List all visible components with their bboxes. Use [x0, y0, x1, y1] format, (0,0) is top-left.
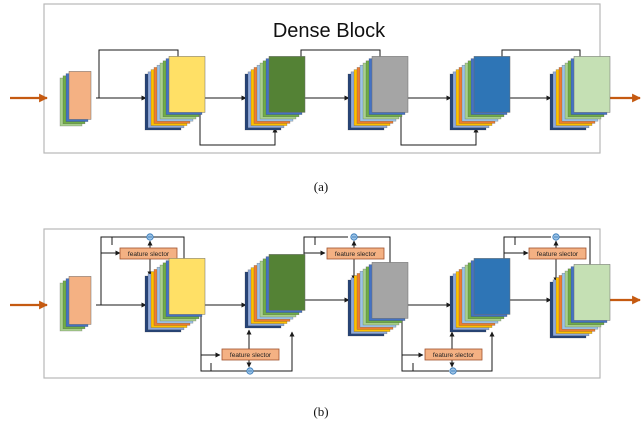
feature-map-front — [573, 264, 611, 321]
feature-selector-box — [326, 247, 385, 260]
input-feature-map — [59, 71, 92, 127]
feature-map-front — [573, 56, 611, 113]
panel-a-title: Dense Block — [273, 20, 386, 42]
panel-a-feature-maps — [59, 56, 611, 131]
concat-node — [449, 367, 457, 375]
concat-node — [552, 233, 560, 241]
input-feature-map — [59, 276, 92, 332]
feature-selector-label: feature slector — [335, 251, 377, 258]
dense-layer-5-output — [549, 264, 611, 339]
dense-layer-3-output — [347, 56, 409, 131]
skip-connection — [253, 331, 295, 372]
dense-layer-1-output — [144, 56, 206, 131]
dense-layer-2-output — [244, 56, 306, 131]
skip-connection — [199, 98, 278, 146]
dense-layer-2-output — [244, 254, 306, 329]
dense-layer-4-output — [449, 258, 511, 333]
feature-selector-box — [221, 348, 280, 361]
dense-layer-4-output — [449, 56, 511, 131]
concat-node — [146, 233, 154, 241]
feature-selector-box — [528, 247, 587, 260]
dense-layer-3-output — [347, 262, 409, 337]
feature-map-front — [268, 254, 306, 311]
feature-map-front — [68, 276, 92, 325]
concat-node — [246, 367, 254, 375]
feature-selector: feature slector — [424, 348, 483, 361]
panel-a-caption: (a) — [314, 179, 328, 194]
skip-connection — [456, 331, 495, 372]
skip-connection — [401, 305, 449, 372]
feature-selector-label: feature slector — [537, 251, 579, 258]
panel-b-feature-selectors: feature slector feature slector feature sl… — [119, 233, 587, 375]
skip-connection — [400, 98, 479, 146]
feature-selector-label: feature slector — [128, 251, 170, 258]
skip-connection — [100, 236, 147, 305]
concat-node — [350, 233, 358, 241]
feature-selector: feature slector — [528, 247, 587, 260]
feature-selector-label: feature slector — [433, 352, 475, 359]
panel-a: Dense Block (a) — [10, 3, 641, 194]
dense-layer-1-output — [144, 258, 206, 333]
feature-map-front — [168, 258, 206, 315]
panel-b-feature-maps — [59, 254, 611, 339]
feature-map-front — [371, 262, 409, 319]
feature-map-front — [168, 56, 206, 113]
feature-selector: feature slector — [326, 247, 385, 260]
panel-b-caption: (b) — [313, 404, 328, 419]
feature-selector-label: feature slector — [230, 352, 272, 359]
dense-layer-5-output — [549, 56, 611, 131]
feature-selector: feature slector — [221, 348, 280, 361]
feature-map-front — [268, 56, 306, 113]
feature-selector-box — [424, 348, 483, 361]
feature-map-front — [371, 56, 409, 113]
feature-selector: feature slector — [119, 247, 178, 260]
feature-map-front — [473, 56, 511, 113]
skip-connection — [200, 305, 247, 372]
feature-selector-box — [119, 247, 178, 260]
feature-map-front — [473, 258, 511, 315]
feature-map-front — [68, 71, 92, 120]
panel-b: feature slector feature slector feature sl… — [10, 228, 641, 419]
